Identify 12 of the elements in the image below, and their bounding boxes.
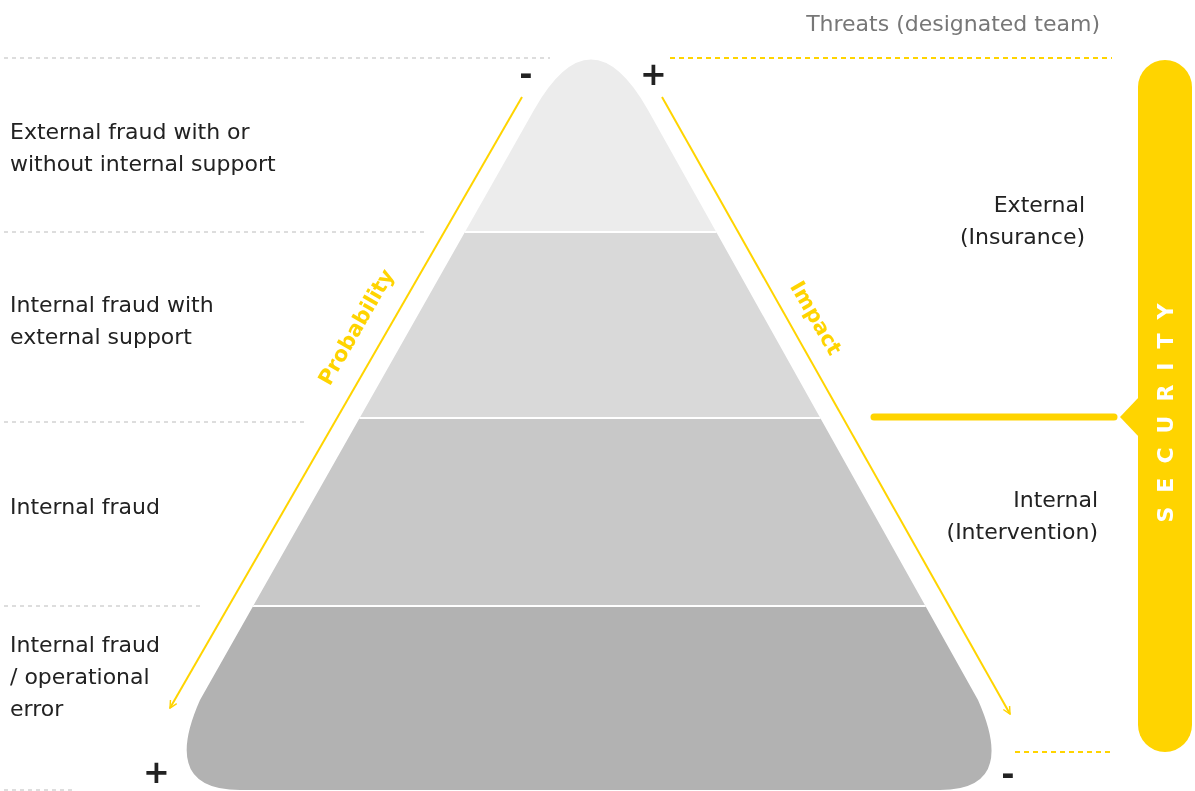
level-label: Internal fraud / operational error xyxy=(10,631,160,723)
level-label: Internal fraud xyxy=(10,493,161,521)
sign-symbol: - xyxy=(518,56,534,92)
response-label: External (Insurance) xyxy=(958,191,1085,251)
level-label: External fraud with or without internal support xyxy=(10,118,277,178)
bar-label: SECURITY xyxy=(1152,289,1178,523)
level-label: Internal fraud with external support xyxy=(10,291,215,351)
sign-symbol: + xyxy=(640,56,664,92)
sign-symbol: - xyxy=(1000,756,1016,791)
heading-note: Threats (designated team) xyxy=(805,10,1100,38)
sign-symbol: + xyxy=(143,754,167,790)
response-label: Internal (Intervention) xyxy=(945,486,1098,546)
